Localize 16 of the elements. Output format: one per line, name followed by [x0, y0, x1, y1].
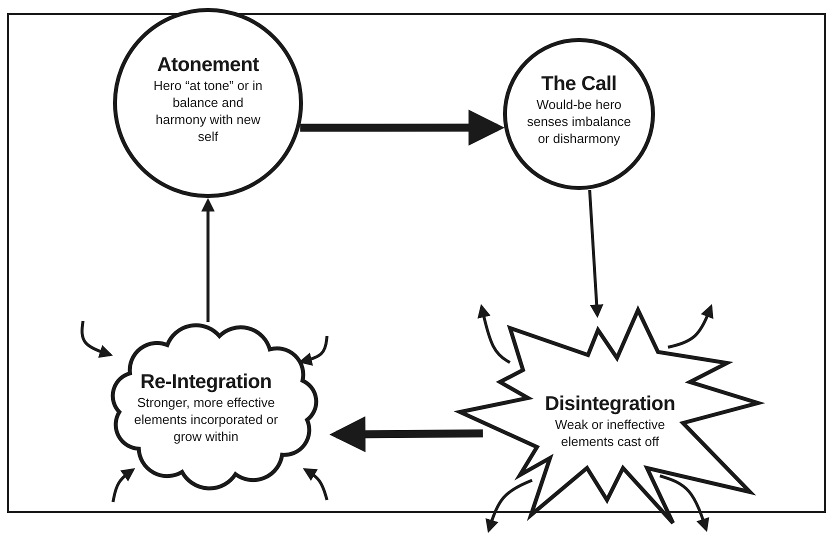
- arrow: [80, 320, 113, 358]
- stage-description: Would-be hero senses imbalance or disharmony: [526, 96, 632, 147]
- stage-title: Disintegration: [544, 392, 676, 416]
- stage-description: Stronger, more effective elements incorporated or grow within: [133, 394, 279, 445]
- stage-description: Hero “at tone” or in balance and harmony with new self: [152, 76, 264, 144]
- arrow: [329, 416, 483, 452]
- arrow: [668, 304, 714, 349]
- stage-title: Re-Integration: [140, 371, 272, 394]
- stage-title: The Call: [541, 73, 617, 96]
- arrow: [300, 110, 505, 146]
- stage-title: Atonement: [157, 54, 259, 76]
- arrow: [302, 468, 328, 500]
- arrow: [201, 198, 215, 322]
- arrow: [588, 190, 604, 318]
- stage-description: Weak or ineffective elements cast off: [554, 416, 666, 450]
- arrow: [112, 468, 136, 502]
